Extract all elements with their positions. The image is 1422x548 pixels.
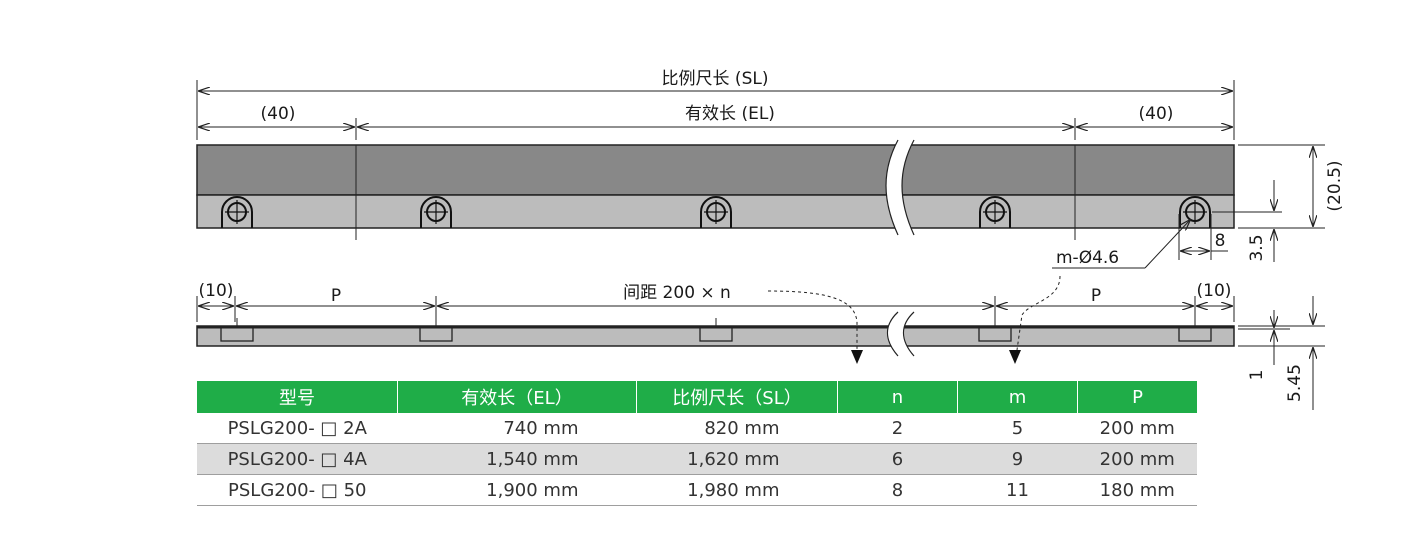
table-row: PSLG200- □ 2A 740 mm 820 mm 2 5 200 mm [197, 413, 1197, 444]
dimension-effective-length: (40) 有效长 (EL) (40) [199, 104, 1232, 140]
cell-n: 6 [837, 443, 958, 475]
cell-n: 8 [837, 474, 958, 506]
mounting-hole-icon [420, 196, 452, 228]
cell-model: PSLG200- □ 50 [197, 474, 398, 506]
cell-n: 2 [837, 413, 958, 444]
pitch-left: P [331, 286, 341, 306]
header-scale-length: 比例尺长（SL） [636, 381, 838, 413]
mounting-hole-icon [221, 196, 253, 228]
spacing-label: 间距 200 × n [623, 283, 731, 303]
side-slot [220, 318, 254, 342]
header-n: n [837, 381, 958, 413]
hole-spec-leader: m-Ø4.6 [1052, 220, 1190, 269]
hole-spec-label: m-Ø4.6 [1056, 248, 1119, 268]
thickness-label: 5.45 [1285, 364, 1305, 402]
dimension-total-length: 比例尺长 (SL) [196, 69, 1235, 140]
table-row: PSLG200- □ 4A 1,540 mm 1,620 mm 6 9 200 … [197, 443, 1197, 475]
hole-offset-label: 3.5 [1247, 234, 1267, 261]
table-header-row: 型号 有效长（EL） 比例尺长（SL） n m P [197, 381, 1197, 413]
cell-model: PSLG200- □ 2A [197, 413, 398, 444]
dimension-thickness: 1 5.45 [1238, 296, 1325, 410]
total-length-label: 比例尺长 (SL) [662, 69, 769, 89]
cell-m: 11 [957, 474, 1078, 506]
top-view-scale-bar [196, 144, 1235, 240]
table-row: PSLG200- □ 50 1,900 mm 1,980 mm 8 11 180… [197, 474, 1197, 506]
cell-p: 200 mm [1077, 413, 1197, 444]
mounting-hole-icon [979, 196, 1011, 228]
header-m: m [957, 381, 1078, 413]
side-slot [699, 318, 733, 342]
header-model: 型号 [197, 381, 398, 413]
dimension-pitch: (10) P 间距 200 × n P (10) [196, 281, 1235, 322]
cell-scale-length: 1,980 mm [687, 479, 780, 501]
cell-p: 200 mm [1077, 443, 1197, 475]
dimension-hole-edge: 8 [1178, 214, 1228, 260]
side-margin-right: (10) [1197, 281, 1232, 301]
cell-m: 9 [957, 443, 1078, 475]
step-label: 1 [1247, 370, 1267, 381]
height-label: (20.5) [1325, 160, 1345, 211]
mounting-hole-icon [700, 196, 732, 228]
side-view-slots [220, 318, 1212, 342]
cell-p: 180 mm [1077, 474, 1197, 506]
mounting-hole-icon [1179, 196, 1211, 228]
header-effective-length: 有效长（EL） [397, 381, 637, 413]
break-symbol-side [886, 311, 915, 357]
cell-effective-length: 1,900 mm [486, 479, 579, 501]
end-margin-right: (40) [1139, 104, 1174, 124]
cell-m: 5 [957, 413, 1078, 444]
effective-length-label: 有效长 (EL) [685, 104, 775, 124]
side-margin-left: (10) [199, 281, 234, 301]
cell-scale-length: 820 mm [704, 417, 780, 439]
cell-model: PSLG200- □ 4A [197, 443, 398, 475]
hole-edge-label: 8 [1215, 231, 1226, 251]
side-view-scale-bar [196, 325, 1235, 347]
dimension-height: (20.5) 3.5 [1212, 144, 1345, 262]
cell-effective-length: 740 mm [503, 417, 579, 439]
cell-scale-length: 1,620 mm [687, 448, 780, 470]
spec-table: 型号 有效长（EL） 比例尺长（SL） n m P PSLG200- □ 2A … [197, 381, 1197, 506]
break-symbol-top [885, 139, 915, 236]
pitch-right: P [1091, 286, 1101, 306]
cell-effective-length: 1,540 mm [486, 448, 579, 470]
end-margin-left: (40) [261, 104, 296, 124]
header-p: P [1077, 381, 1197, 413]
callout-arrows [767, 275, 1061, 364]
mounting-holes [221, 196, 1211, 228]
